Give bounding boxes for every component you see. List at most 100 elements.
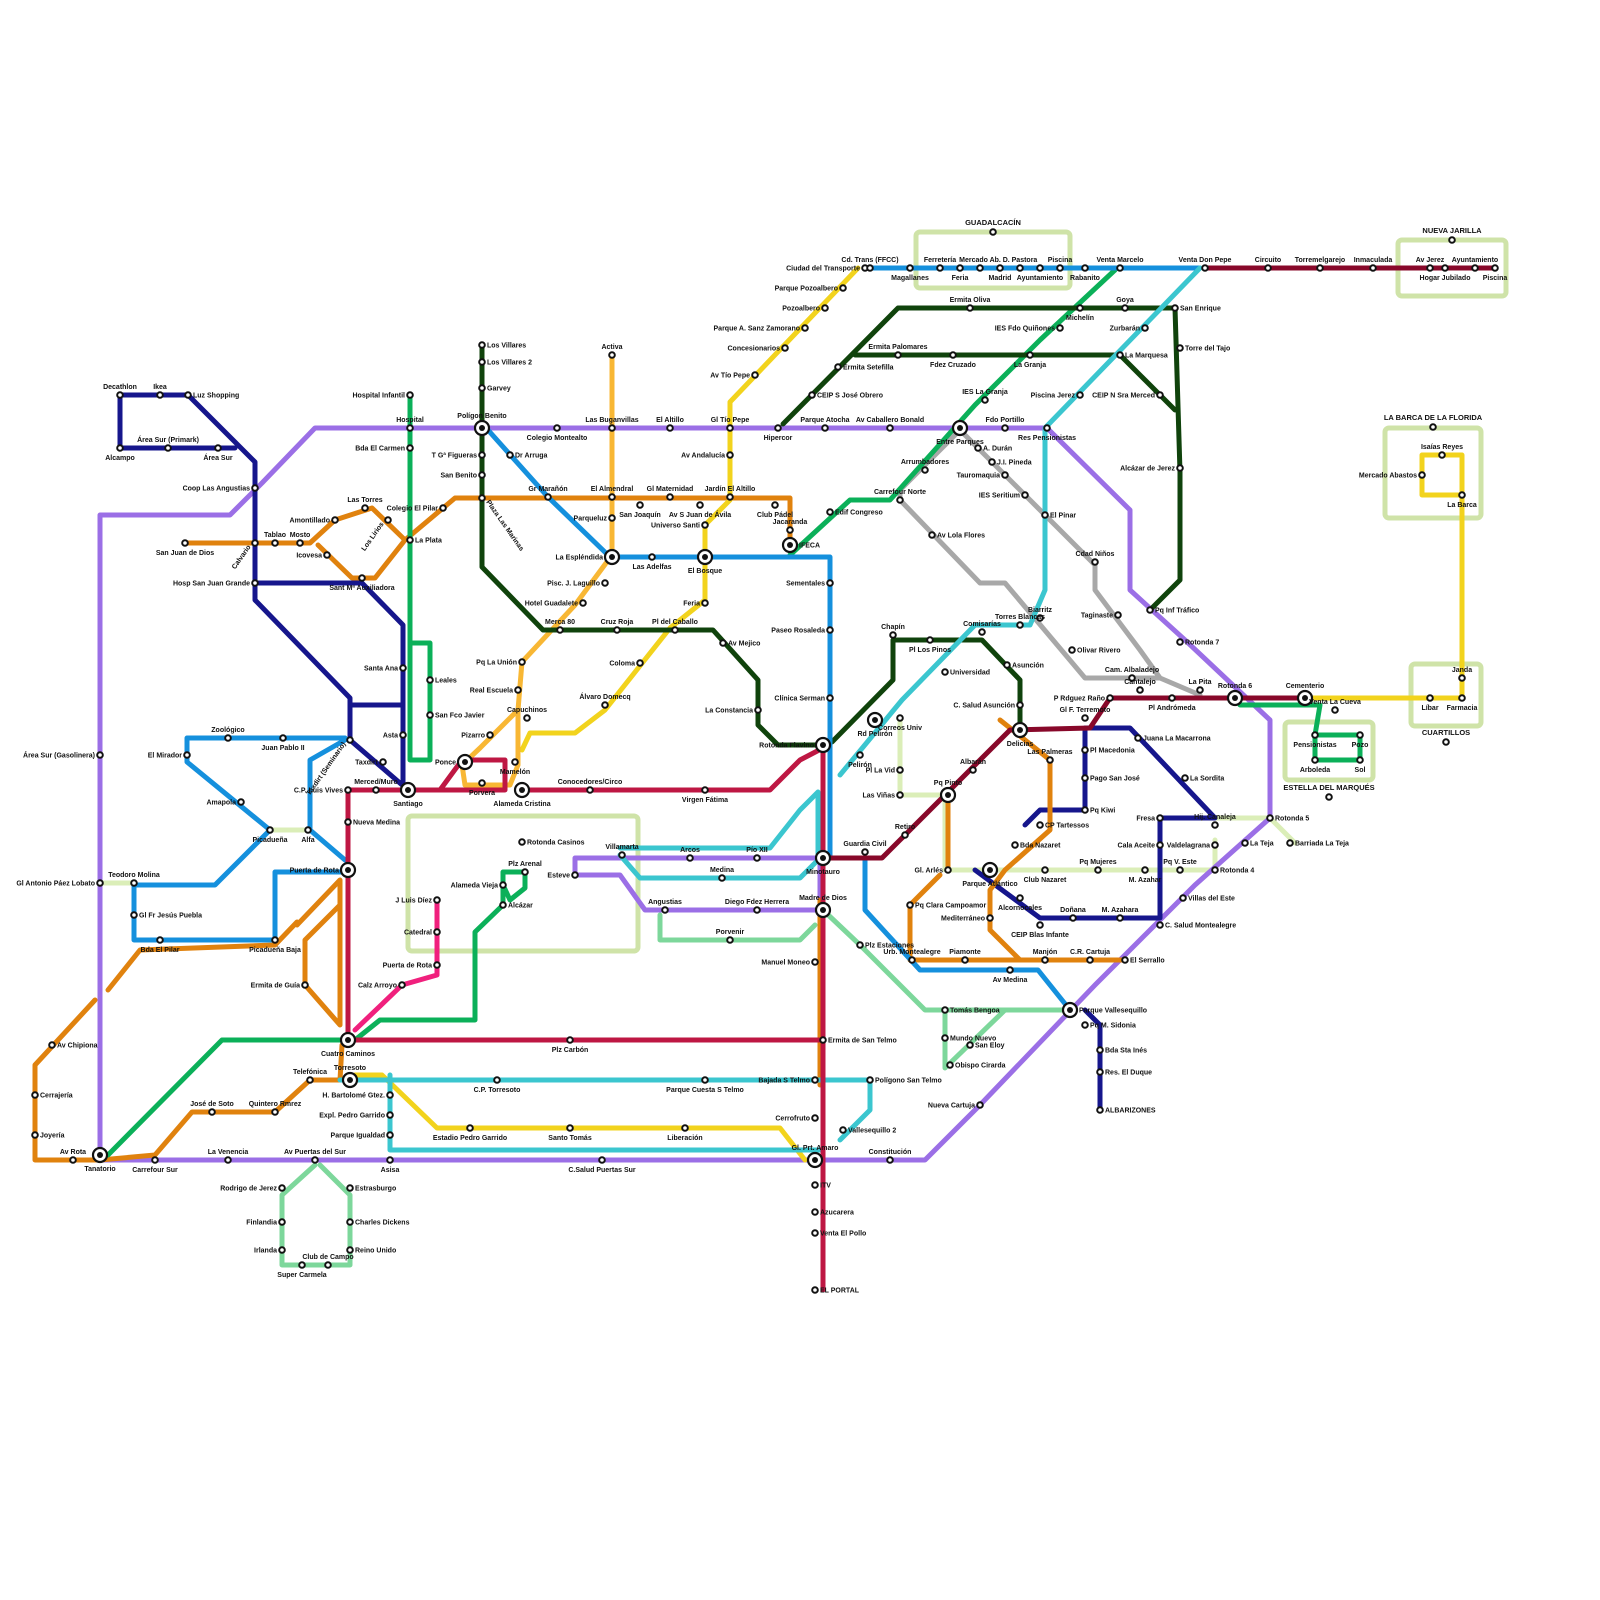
stop-plz-arenal[interactable]	[521, 868, 529, 876]
stop-fdez-cruzado[interactable]	[949, 351, 957, 359]
stop-la-teja[interactable]	[1241, 839, 1249, 847]
stop-venta-don-pepe[interactable]	[1201, 264, 1209, 272]
stop-los-lirios[interactable]	[384, 516, 392, 524]
stop-av-lola-flores[interactable]	[928, 531, 936, 539]
stop-la-granja[interactable]	[1026, 351, 1034, 359]
stop-universidad[interactable]	[941, 668, 949, 676]
stop-c-p-luis-vives[interactable]	[344, 786, 352, 794]
stop-m-azahara[interactable]	[1116, 914, 1124, 922]
stop-hospital[interactable]	[406, 424, 414, 432]
stop-parque-cuesta-s-telmo[interactable]	[701, 1076, 709, 1084]
stop-tomas-bengoa[interactable]	[941, 1006, 949, 1014]
stop-libar[interactable]	[1426, 694, 1434, 702]
stop-picaduena-baja[interactable]	[271, 936, 279, 944]
stop-torremelgarejo[interactable]	[1316, 264, 1324, 272]
stop-gl-f-terremoto[interactable]	[1081, 714, 1089, 722]
stop-angustias[interactable]	[661, 906, 669, 914]
stop-itv[interactable]	[811, 1181, 819, 1189]
stop-conocedores-circo[interactable]	[586, 786, 594, 794]
stop-peliron[interactable]	[856, 751, 864, 759]
stop-cruz-roja[interactable]	[613, 626, 621, 634]
stop-hogar-jubilado[interactable]	[1441, 264, 1449, 272]
stop-jose-de-soto[interactable]	[208, 1108, 216, 1116]
stop-el-portal[interactable]	[811, 1286, 819, 1294]
stop-clinica-serman[interactable]	[826, 694, 834, 702]
stop-juan-pablo-ii[interactable]	[279, 734, 287, 742]
stop-mediterraneo[interactable]	[986, 914, 994, 922]
stop-c-salud-puertas-sur[interactable]	[598, 1156, 606, 1164]
stop-cp-tartessos[interactable]	[1036, 821, 1044, 829]
stop-taginaste[interactable]	[1114, 611, 1122, 619]
stop-ceip-blas-infante[interactable]	[1036, 921, 1044, 929]
stop-la-plata[interactable]	[406, 536, 414, 544]
stop-calz-arroyo[interactable]	[398, 981, 406, 989]
stop-juana-la-macarrona[interactable]	[1134, 734, 1142, 742]
stop-estrasburgo[interactable]	[346, 1184, 354, 1192]
stop-arrumbadores[interactable]	[921, 466, 929, 474]
stop-hipercor[interactable]	[774, 424, 782, 432]
stop-poligono-san-telmo[interactable]	[866, 1076, 874, 1084]
stop-liberacion[interactable]	[681, 1124, 689, 1132]
stop-luz-shopping[interactable]	[184, 391, 192, 399]
stop-asta[interactable]	[399, 731, 407, 739]
stop-alfa[interactable]	[304, 826, 312, 834]
stop-nueva-medina[interactable]	[344, 818, 352, 826]
stop-urb-montealegre[interactable]	[908, 956, 916, 964]
stop-mundo-nuevo[interactable]	[941, 1034, 949, 1042]
stop-bda-el-carmen[interactable]	[406, 444, 414, 452]
stop-taxdirt[interactable]	[379, 758, 387, 766]
stop-villamarta[interactable]	[618, 851, 626, 859]
stop-res-el-duque[interactable]	[1096, 1068, 1104, 1076]
stop-mosto[interactable]	[296, 539, 304, 547]
stop-obispo-cirarda[interactable]	[946, 1061, 954, 1069]
stop-p-rdguez-rano[interactable]	[1106, 694, 1114, 702]
stop-porvenir[interactable]	[726, 936, 734, 944]
stop-cantalejo[interactable]	[1136, 686, 1144, 694]
stop-tauromaquia[interactable]	[1001, 471, 1009, 479]
stop-la-barca[interactable]	[1458, 491, 1466, 499]
stop-club-padel[interactable]	[771, 501, 779, 509]
stop-real-escuela[interactable]	[514, 686, 522, 694]
stop-piscina-jerez[interactable]	[1076, 391, 1084, 399]
stop-hospital-infantil[interactable]	[406, 391, 414, 399]
stop-alcampo[interactable]	[116, 444, 124, 452]
stop-pl-andromeda[interactable]	[1168, 694, 1176, 702]
stop-amontillado[interactable]	[331, 516, 339, 524]
stop-calvario[interactable]	[251, 539, 259, 547]
stop-asisa[interactable]	[386, 1156, 394, 1164]
stop-m-azahar[interactable]	[1141, 866, 1149, 874]
stop-pq-la-union[interactable]	[518, 658, 526, 666]
stop-esteve[interactable]	[571, 871, 579, 879]
stop-parque-atocha[interactable]	[821, 424, 829, 432]
stop-area-sur-gasolinera[interactable]	[96, 751, 104, 759]
stop-merca-80[interactable]	[556, 626, 564, 634]
stop-coop-las-angustias[interactable]	[251, 484, 259, 492]
stop-ermita-setefilla[interactable]	[834, 363, 842, 371]
stop-reino-unido[interactable]	[346, 1246, 354, 1254]
stop-la-venencia[interactable]	[224, 1156, 232, 1164]
stop-bda-nazaret[interactable]	[1011, 841, 1019, 849]
stop-donana[interactable]	[1069, 914, 1077, 922]
stop-manuel-moneo[interactable]	[811, 958, 819, 966]
stop-super-carmela[interactable]	[298, 1261, 306, 1269]
stop-pio-xii[interactable]	[753, 854, 761, 862]
stop-mercado-ab[interactable]	[976, 264, 984, 272]
stop-rodrigo-de-jerez[interactable]	[278, 1184, 286, 1192]
stop-farmacia[interactable]	[1458, 694, 1466, 702]
stop-las-torres[interactable]	[361, 504, 369, 512]
stop-nueva-cartuja[interactable]	[976, 1101, 984, 1109]
stop-rotonda-casinos[interactable]	[518, 838, 526, 846]
stop-parqueluz[interactable]	[608, 514, 616, 522]
stop-taxdirt-seminario[interactable]	[346, 736, 354, 744]
stop-correos-univ[interactable]	[896, 714, 904, 722]
stop-cd-trans-ffcc[interactable]	[866, 264, 874, 272]
stop-colegio-montealto[interactable]	[553, 424, 561, 432]
stop-alcazar-de-jerez[interactable]	[1176, 464, 1184, 472]
stop-garvey[interactable]	[478, 384, 486, 392]
stop-el-altillo[interactable]	[666, 424, 674, 432]
stop-pq-m-sidonia[interactable]	[1081, 1021, 1089, 1029]
stop-chapin[interactable]	[889, 631, 897, 639]
stop-decathlon[interactable]	[116, 391, 124, 399]
stop-charles-dickens[interactable]	[346, 1218, 354, 1226]
stop-olivar-rivero[interactable]	[1068, 646, 1076, 654]
